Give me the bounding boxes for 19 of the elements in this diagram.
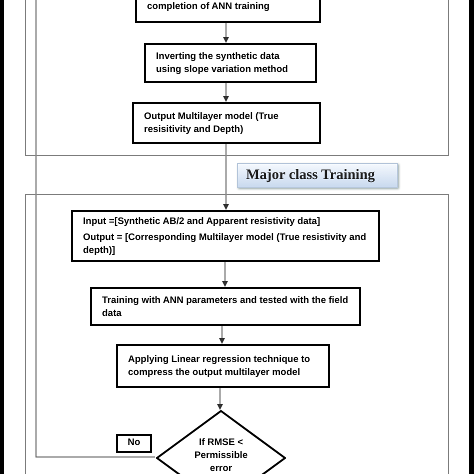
loop-back-line <box>36 0 156 458</box>
step-text: Output Multilayer model (True resisitivity and Depth) <box>144 110 280 136</box>
arrow <box>223 82 229 102</box>
step-text: Inverting the synthetic data using slope variation method <box>156 50 289 76</box>
step-text: No <box>128 436 140 450</box>
arrow <box>223 142 229 210</box>
arrow <box>219 324 225 344</box>
panel-frame <box>25 194 449 474</box>
arrow <box>223 22 229 43</box>
arrow <box>222 260 228 287</box>
step-text: Input =[Synthetic AB/2 and Apparent resistivity data] <box>83 215 322 228</box>
step-text: Output = [Corresponding Multilayer model (True resistivity and depth)] <box>83 231 368 257</box>
section-heading: Major class Training <box>246 166 375 185</box>
arrow <box>217 386 223 410</box>
decision-text: If RMSE < Permissible error <box>193 436 249 474</box>
step-text: Training with ANN parameters and tested with the field data <box>102 294 349 320</box>
step-text: completion of ANN training <box>147 0 271 12</box>
step-text: Applying Linear regression technique to compress the output multilayer model <box>128 353 312 379</box>
panel-frame <box>25 0 449 156</box>
